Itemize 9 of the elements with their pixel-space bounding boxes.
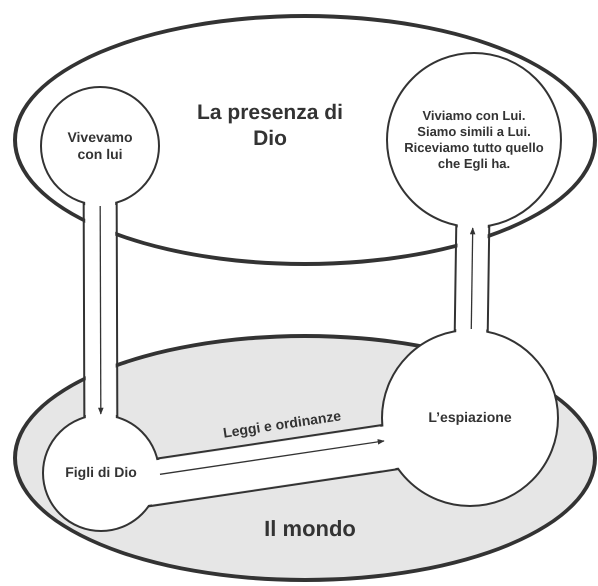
node-text: L’espiazione — [427, 409, 513, 427]
tube-arrow — [454, 222, 490, 334]
region-title: La presenza di Dio — [196, 100, 344, 152]
region-title: Il mondo — [263, 515, 357, 542]
tube-arrow — [146, 424, 400, 508]
tube-arrow — [82, 200, 118, 420]
node-text: Figli di Dio — [64, 464, 138, 482]
node-text: Vivevamo con lui — [66, 128, 134, 164]
node-text: Viviamo con Lui. Siamo simili a Lui. Riceviamo tutto quello che Egli ha. — [404, 108, 544, 172]
